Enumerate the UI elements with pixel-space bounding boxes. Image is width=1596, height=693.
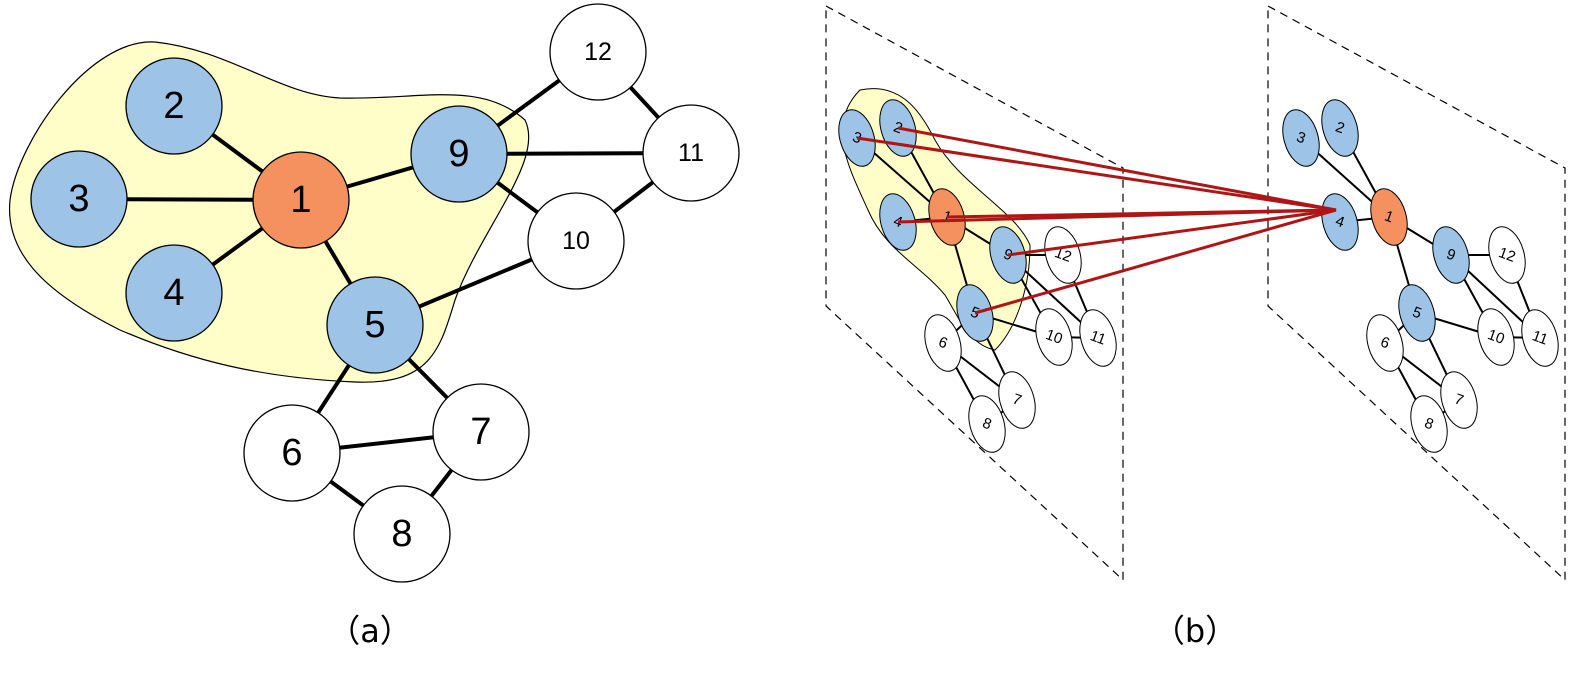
node-label-12: 12 (584, 38, 612, 66)
node-label-1: 1 (290, 179, 311, 221)
left-node-label-11: 11 (1088, 327, 1108, 348)
left-plane (825, 4, 1124, 582)
right-node-label-11: 11 (1530, 327, 1550, 348)
cross-link-4-4 (897, 208, 1337, 224)
right-node-3 (1282, 109, 1320, 167)
node-9 (410, 105, 508, 203)
node-label-11: 11 (678, 139, 704, 167)
right-node-5 (1398, 284, 1436, 342)
right-node-label-10: 10 (1485, 326, 1506, 348)
right-node-1 (1370, 188, 1408, 246)
left-node-label-10: 10 (1043, 326, 1064, 348)
node-7 (432, 383, 530, 481)
node-label-10: 10 (562, 227, 590, 255)
caption-b: （b） (1153, 612, 1237, 650)
right-node-2 (1321, 99, 1359, 157)
right-node-10 (1477, 308, 1515, 366)
node-label-9: 9 (448, 133, 469, 175)
right-node-8 (1410, 395, 1448, 453)
node-label-8: 8 (391, 513, 412, 555)
cross-link-group (856, 126, 1337, 315)
caption-a: （a） (328, 612, 412, 650)
node-1 (252, 151, 350, 249)
node-12 (549, 3, 647, 101)
right-node-6 (1366, 314, 1404, 372)
node-label-4: 4 (163, 272, 184, 314)
left-node-10 (1035, 308, 1073, 366)
node-11 (642, 104, 740, 202)
right-node-12 (1488, 226, 1526, 284)
node-label-5: 5 (364, 304, 385, 346)
left-node-11 (1079, 309, 1117, 367)
cross-link-5-4 (974, 208, 1337, 315)
node-label-6: 6 (281, 432, 302, 474)
right-node-11 (1521, 309, 1559, 367)
node-label-2: 2 (163, 85, 184, 127)
node-5 (326, 276, 424, 374)
cross-link-2-4 (897, 126, 1337, 212)
node-6 (243, 404, 341, 502)
left-node-12 (1044, 226, 1082, 284)
node-10 (527, 192, 625, 290)
right-node-9 (1432, 226, 1470, 284)
cross-link-9-4 (1007, 208, 1337, 257)
node-8 (353, 485, 451, 583)
left-node-6 (924, 314, 962, 372)
cross-link-3-4 (856, 136, 1337, 212)
node-label-7: 7 (470, 411, 491, 453)
node-4 (125, 244, 223, 342)
right-node-7 (1440, 371, 1478, 429)
node-label-3: 3 (68, 178, 89, 220)
left-node-7 (998, 371, 1036, 429)
left-node-8 (968, 395, 1006, 453)
right-plane (1267, 4, 1566, 582)
node-2 (125, 57, 223, 155)
right-node-label-12: 12 (1496, 244, 1517, 266)
node-3 (30, 150, 128, 248)
